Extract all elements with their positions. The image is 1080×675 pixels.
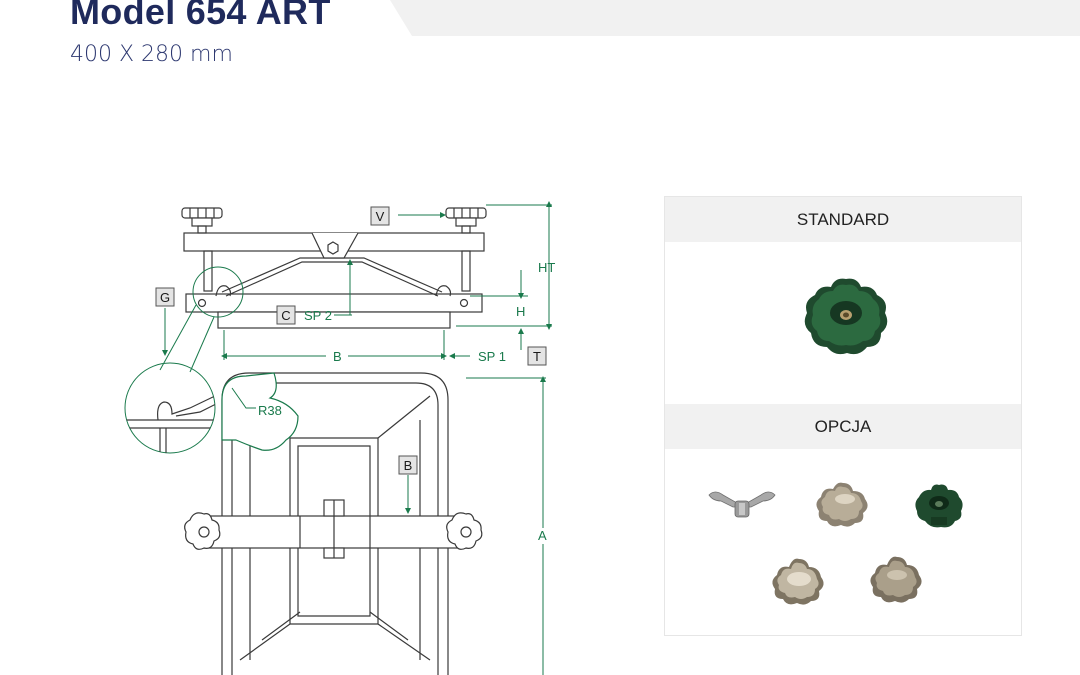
detail-cutout xyxy=(221,372,299,451)
label-sp2: SP 2 xyxy=(304,308,332,323)
label-box-g xyxy=(155,287,175,307)
green-knob-standard-image xyxy=(804,278,888,355)
label-r38: R38 xyxy=(258,403,282,418)
magnified-detail xyxy=(125,395,215,453)
star-knob-right xyxy=(446,512,483,550)
label-ht: HT xyxy=(538,260,555,275)
metal-star-knob-1-image xyxy=(816,482,868,527)
option-header: OPCJA xyxy=(665,404,1021,449)
wing-nut-image xyxy=(708,491,776,518)
label-b: B xyxy=(333,349,342,364)
options-panel: STANDARD OPCJA xyxy=(664,196,1022,636)
standard-header: STANDARD xyxy=(665,197,1021,242)
label-v: V xyxy=(376,209,385,224)
page-title: Model 654 ART xyxy=(70,0,331,32)
label-box-c xyxy=(276,305,296,325)
star-knob-left xyxy=(184,512,221,550)
label-c: C xyxy=(281,308,290,323)
label-box-b xyxy=(398,455,418,475)
metal-star-knob-2-image xyxy=(772,558,824,605)
knob-left-side xyxy=(181,207,223,234)
dimension-lines xyxy=(124,204,552,675)
green-knob-option-image xyxy=(915,484,963,528)
metal-star-knob-3-image xyxy=(870,556,922,603)
label-box-v xyxy=(370,206,390,226)
top-view xyxy=(184,372,483,675)
page-subtitle: 400 X 280 mm xyxy=(70,42,233,67)
side-view xyxy=(181,207,487,329)
label-t: T xyxy=(533,349,541,364)
label-a: A xyxy=(538,528,547,543)
label-h: H xyxy=(516,304,525,319)
knob-right-side xyxy=(445,207,487,234)
arrowheads xyxy=(162,201,552,514)
label-b-box: B xyxy=(404,458,413,473)
label-box-t xyxy=(527,346,547,366)
label-g: G xyxy=(160,290,170,305)
header-band xyxy=(390,0,1080,36)
label-sp1: SP 1 xyxy=(478,349,506,364)
